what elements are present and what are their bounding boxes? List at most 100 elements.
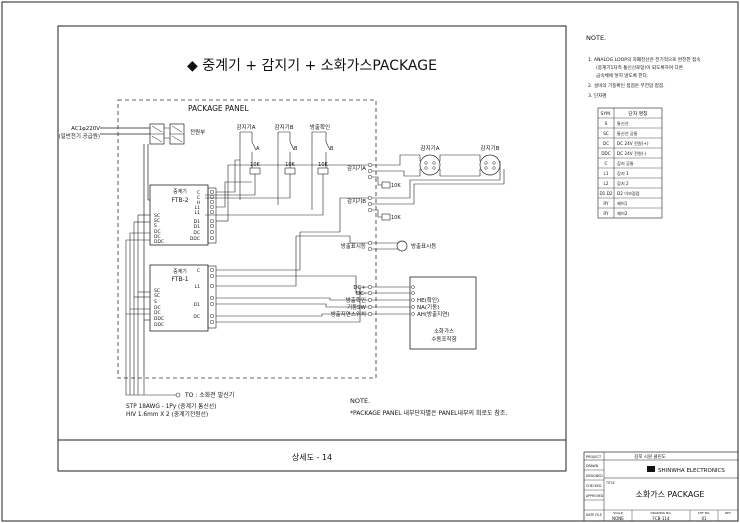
- svg-text:SC: SC: [154, 218, 160, 224]
- svg-text:C: C: [197, 190, 200, 196]
- title-block: PROJECT 김포 시원 클린도 DRAWN DESIGNED CHECKED…: [583, 451, 739, 522]
- drawing-title: ◆ 중계기 + 감지기 + 소화가스PACKAGE: [187, 58, 437, 74]
- svg-text:TITLE: TITLE: [605, 481, 615, 485]
- contact-discharge-label: 방출확인: [310, 123, 330, 131]
- company-logo-icon: [647, 466, 655, 472]
- svg-text:FCB-114: FCB-114: [653, 516, 670, 521]
- field-resistor-a-label: 10K: [391, 183, 401, 189]
- table-header-name: 단자 명칭: [628, 110, 647, 117]
- svg-text:C: C: [197, 268, 200, 274]
- discharge-lamp-terminal-label: 방출표시등: [341, 242, 366, 250]
- table-cell-sym: C: [605, 161, 608, 166]
- table-cell-name: 감지 2: [617, 180, 629, 187]
- contact-det-a: 감지기A A 10K: [237, 123, 261, 200]
- side-notes: NOTE. 1. ANALOG LOOP의 차폐전선은 전기적으로 완전한 접속…: [586, 34, 700, 99]
- svg-text:01: 01: [701, 516, 707, 521]
- table-cell-sym: SC: [603, 131, 609, 136]
- table-cell-name: DC 24V 전원(-): [617, 150, 647, 156]
- manual-gas-panel: HE(확인) NA(기동) AH(방출지연) 소화가스 수동조작함: [409, 276, 477, 350]
- discharge-lamp: 방출표시등: [372, 240, 436, 252]
- terminal-strip-lower: [207, 265, 217, 329]
- svg-text:CHECKED: CHECKED: [586, 484, 602, 488]
- svg-text:DC-: DC-: [356, 291, 366, 297]
- svg-text:DESIGNED: DESIGNED: [586, 474, 603, 478]
- table-cell-name: 제어1: [617, 200, 628, 207]
- terminal-strip-upper: [207, 187, 217, 244]
- contact-det-b-tag: B: [294, 146, 298, 152]
- svg-text:DDC: DDC: [154, 316, 164, 322]
- gas-panel-sub: 수동조작함: [431, 335, 456, 343]
- svg-text:D1: D1: [194, 302, 200, 308]
- svg-text:DC: DC: [193, 314, 200, 320]
- module-ftb-1-code: FTB-1: [171, 276, 188, 283]
- control-signal-terminals: DC+ DC- 방출확인 기동SW 방출지연스위치: [331, 284, 410, 318]
- contact-det-b-label: 감지기B: [275, 123, 294, 131]
- svg-text:D1: D1: [194, 224, 200, 230]
- svg-text:3. 단자명: 3. 단자명: [588, 92, 607, 99]
- svg-text:DC: DC: [154, 305, 161, 311]
- svg-text:DATE FILE: DATE FILE: [586, 513, 602, 517]
- svg-text:2. 설비의 기동확인 접점은 무전압 접점.: 2. 설비의 기동확인 접점은 무전압 접점.: [588, 82, 665, 89]
- field-detector-a: 감지기A: [419, 144, 441, 176]
- package-panel-label: PACKAGE PANEL: [188, 104, 250, 113]
- svg-text:PROJECT: PROJECT: [586, 455, 602, 459]
- svg-text:DRAWN: DRAWN: [586, 464, 599, 468]
- field-det-b-label: 감지기B: [481, 144, 500, 152]
- contact-discharge: 방출확인 B 10K: [310, 123, 334, 210]
- table-cell-sym: RY: [603, 201, 609, 206]
- table-header-sym: SYM.: [601, 111, 612, 117]
- field-terminals: 감지기A 감지기B 방출표시등: [341, 162, 373, 252]
- contact-det-a-tag: A: [256, 146, 260, 152]
- table-cell-sym: RY: [603, 211, 609, 216]
- svg-text:DC: DC: [154, 310, 161, 316]
- gas-panel-label: 소화가스: [434, 327, 454, 335]
- drawing-note-text: *PACKAGE PANEL 내부단자별은 PANEL내부의 회로도 참조.: [350, 409, 507, 417]
- company-name: SHINWHA ELECTRONICS: [658, 468, 725, 474]
- side-notes-title: NOTE.: [586, 34, 606, 42]
- table-cell-sym: L2: [604, 181, 609, 186]
- module-ftb-1: 중계기 FTB-1 SC SC S DC DC DDC DDC C L1 D1 …: [149, 264, 209, 332]
- det-a-terminal-label: 감지기A: [347, 164, 366, 172]
- module-ftb-1-name: 중계기: [173, 268, 187, 275]
- svg-text:L1: L1: [195, 205, 201, 211]
- svg-text:AH(방출지연): AH(방출지연): [417, 310, 449, 318]
- sheet-label: 상세도 - 14: [292, 452, 332, 462]
- svg-text:REV: REV: [725, 511, 732, 515]
- cable-comm-spec: STP 18AWG - 1Py (중계기 통신선): [126, 402, 216, 410]
- svg-text:SC: SC: [154, 288, 160, 294]
- table-cell-sym: L1: [604, 171, 609, 176]
- receiver-label: TO : 소화전 발신기: [184, 391, 234, 399]
- cable-power-spec: HIV 1.6mm X 2 (중계기전원선): [126, 410, 208, 418]
- svg-text:DC: DC: [154, 234, 161, 240]
- svg-text:S: S: [154, 223, 157, 229]
- table-cell-name: 감지 공통: [617, 160, 634, 167]
- table-cell-sym: D1.D2: [599, 191, 612, 196]
- module-ftb-2-name: 중계기: [173, 188, 187, 195]
- module-ftb-2-code: FTB-2: [171, 197, 188, 204]
- table-cell-sym: DC: [603, 141, 609, 146]
- svg-text:L1: L1: [195, 210, 201, 216]
- table-cell-name: D2 이보접점: [617, 190, 640, 197]
- svg-text:DC: DC: [154, 229, 161, 235]
- svg-text:DDC: DDC: [154, 322, 164, 328]
- svg-text:C: C: [197, 195, 200, 201]
- discharge-lamp-field-label: 방출표시등: [411, 242, 436, 250]
- svg-text:1. ANALOG LOOP의 차폐전선은 전기적으로 완전: 1. ANALOG LOOP의 차폐전선은 전기적으로 완전한 접속: [588, 56, 700, 63]
- svg-text:APPROVED: APPROVED: [586, 494, 604, 498]
- svg-text:NONE: NONE: [612, 516, 624, 521]
- table-cell-name: 감지 1: [617, 170, 629, 177]
- svg-text:NA(기동): NA(기동): [417, 303, 439, 311]
- svg-text:DDC: DDC: [154, 239, 164, 245]
- power-terminal-block: [149, 123, 185, 145]
- svg-text:D1: D1: [194, 219, 200, 225]
- module-ftb-2: 중계기 FTB-2 SC SC S DC DC DDC C C H L1 L1 …: [149, 184, 209, 246]
- table-cell-name: 통신선 공통: [617, 130, 638, 136]
- power-source-label: AC1φ220V: [71, 126, 100, 132]
- drawing-note-title: NOTE.: [350, 397, 370, 405]
- svg-text:HE(확인): HE(확인): [417, 296, 439, 304]
- contact-discharge-tag: B: [330, 146, 334, 152]
- svg-text:H: H: [197, 200, 200, 206]
